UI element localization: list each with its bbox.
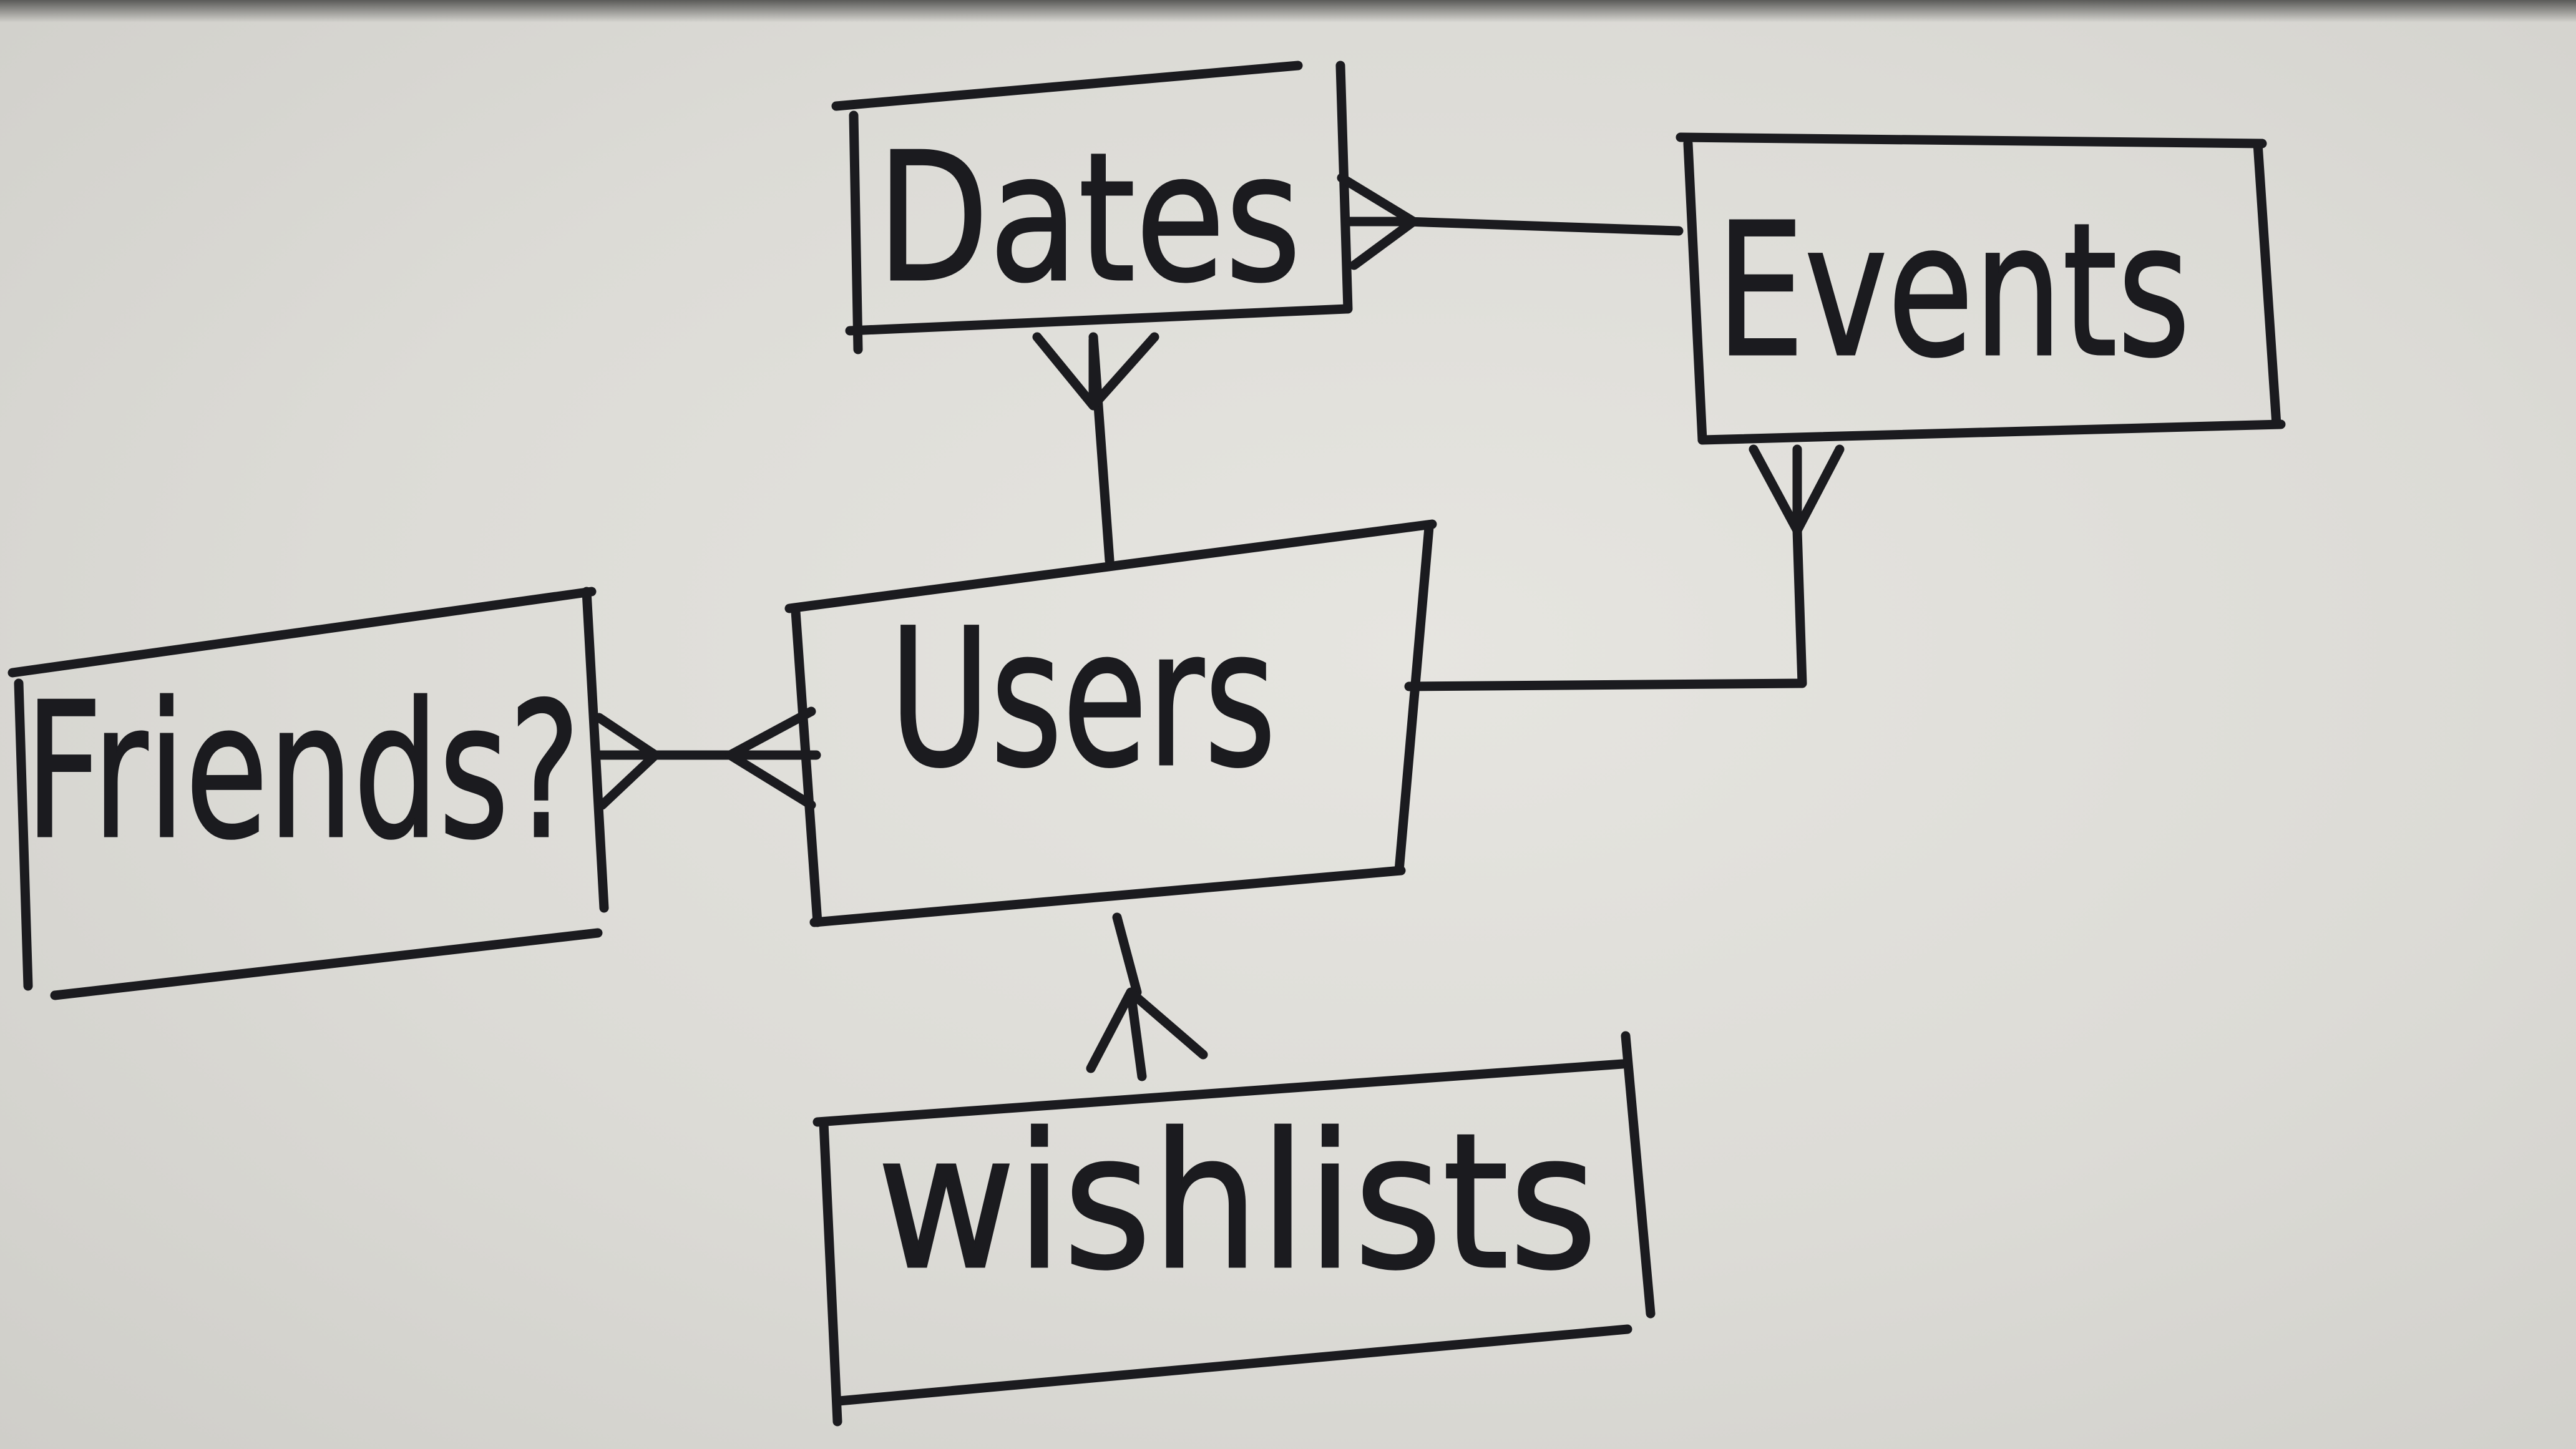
crow-foot-friends-users-left (591, 713, 660, 810)
entity-label-friends: Friends? (25, 663, 580, 881)
crow-foot-events-users (1749, 444, 1845, 535)
entity-box-friends (7, 587, 609, 1000)
entity-label-events: Events (1716, 183, 2190, 398)
entity-label-users: Users (889, 588, 1276, 809)
crow-foot-friends-users-right (725, 706, 821, 810)
relationship-wishlists-users (1086, 912, 1208, 1081)
relationship-events-users (1404, 444, 1845, 691)
entity-box-events (1676, 132, 2286, 445)
relationship-friends-users (591, 706, 821, 810)
relationship-dates-events (1337, 173, 1684, 270)
crow-foot-dates-events (1337, 173, 1418, 270)
entity-label-dates: Dates (877, 115, 1301, 322)
crow-foot-wishlists-users (1086, 987, 1208, 1081)
entity-box-dates (831, 61, 1353, 354)
relationship-dates-users (1032, 332, 1159, 565)
crow-foot-dates-users (1032, 332, 1159, 411)
entity-label-wishlists: wishlists (877, 1093, 1598, 1311)
entity-box-users (784, 519, 1437, 927)
entity-box-wishlists (812, 1031, 1656, 1427)
